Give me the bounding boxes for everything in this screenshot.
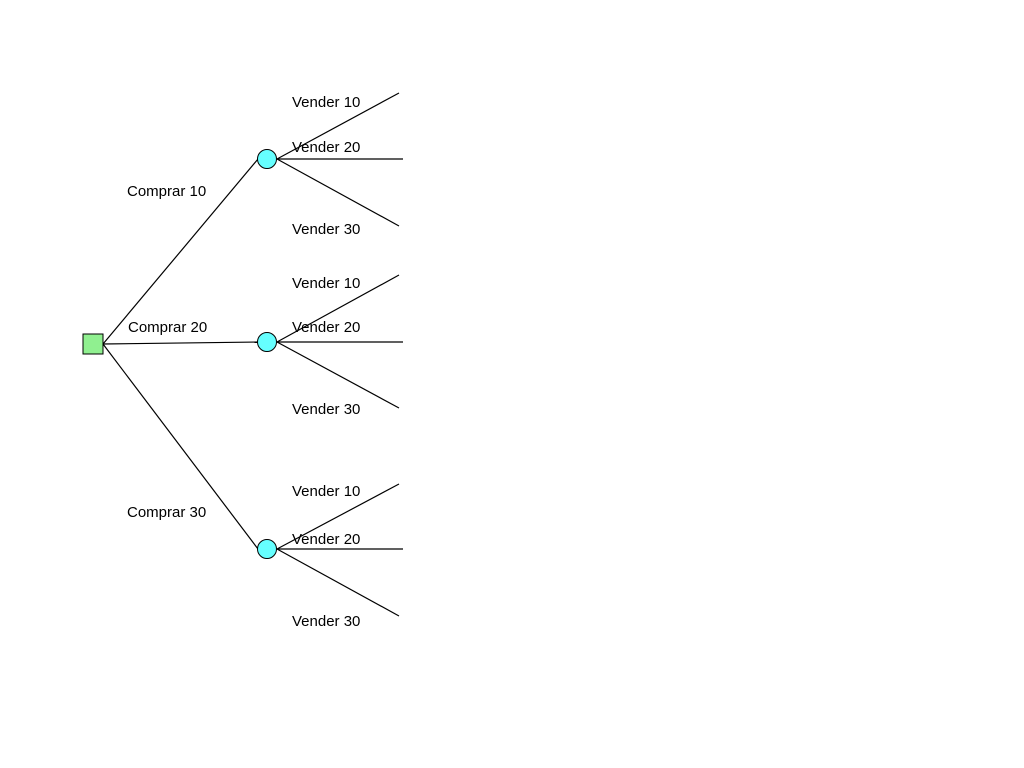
label-c1-vender-30: Vender 30 [292, 221, 360, 238]
label-comprar-30: Comprar 30 [127, 504, 206, 521]
label-c2-vender-20: Vender 20 [292, 319, 360, 336]
edge-c1-vender-30 [276, 158, 400, 227]
edge-comprar-30 [102, 343, 259, 550]
chance-node-3 [257, 539, 277, 559]
chance-node-2 [257, 332, 277, 352]
label-c3-vender-20: Vender 20 [292, 531, 360, 548]
edge-comprar-10 [102, 158, 259, 345]
chance-node-1 [257, 149, 277, 169]
label-c2-vender-30: Vender 30 [292, 401, 360, 418]
label-c1-vender-20: Vender 20 [292, 139, 360, 156]
label-comprar-10: Comprar 10 [127, 183, 206, 200]
edge-c3-vender-30 [276, 548, 400, 617]
label-c3-vender-10: Vender 10 [292, 483, 360, 500]
label-c2-vender-10: Vender 10 [292, 275, 360, 292]
edge-comprar-20 [102, 341, 259, 345]
edge-c1-vender-10 [276, 92, 400, 160]
label-c3-vender-30: Vender 30 [292, 613, 360, 630]
edge-c2-vender-10 [276, 274, 400, 343]
label-comprar-20: Comprar 20 [128, 319, 207, 336]
edge-c2-vender-30 [276, 341, 400, 409]
edge-c3-vender-10 [276, 483, 400, 550]
label-c1-vender-10: Vender 10 [292, 94, 360, 111]
decision-node [82, 333, 104, 355]
